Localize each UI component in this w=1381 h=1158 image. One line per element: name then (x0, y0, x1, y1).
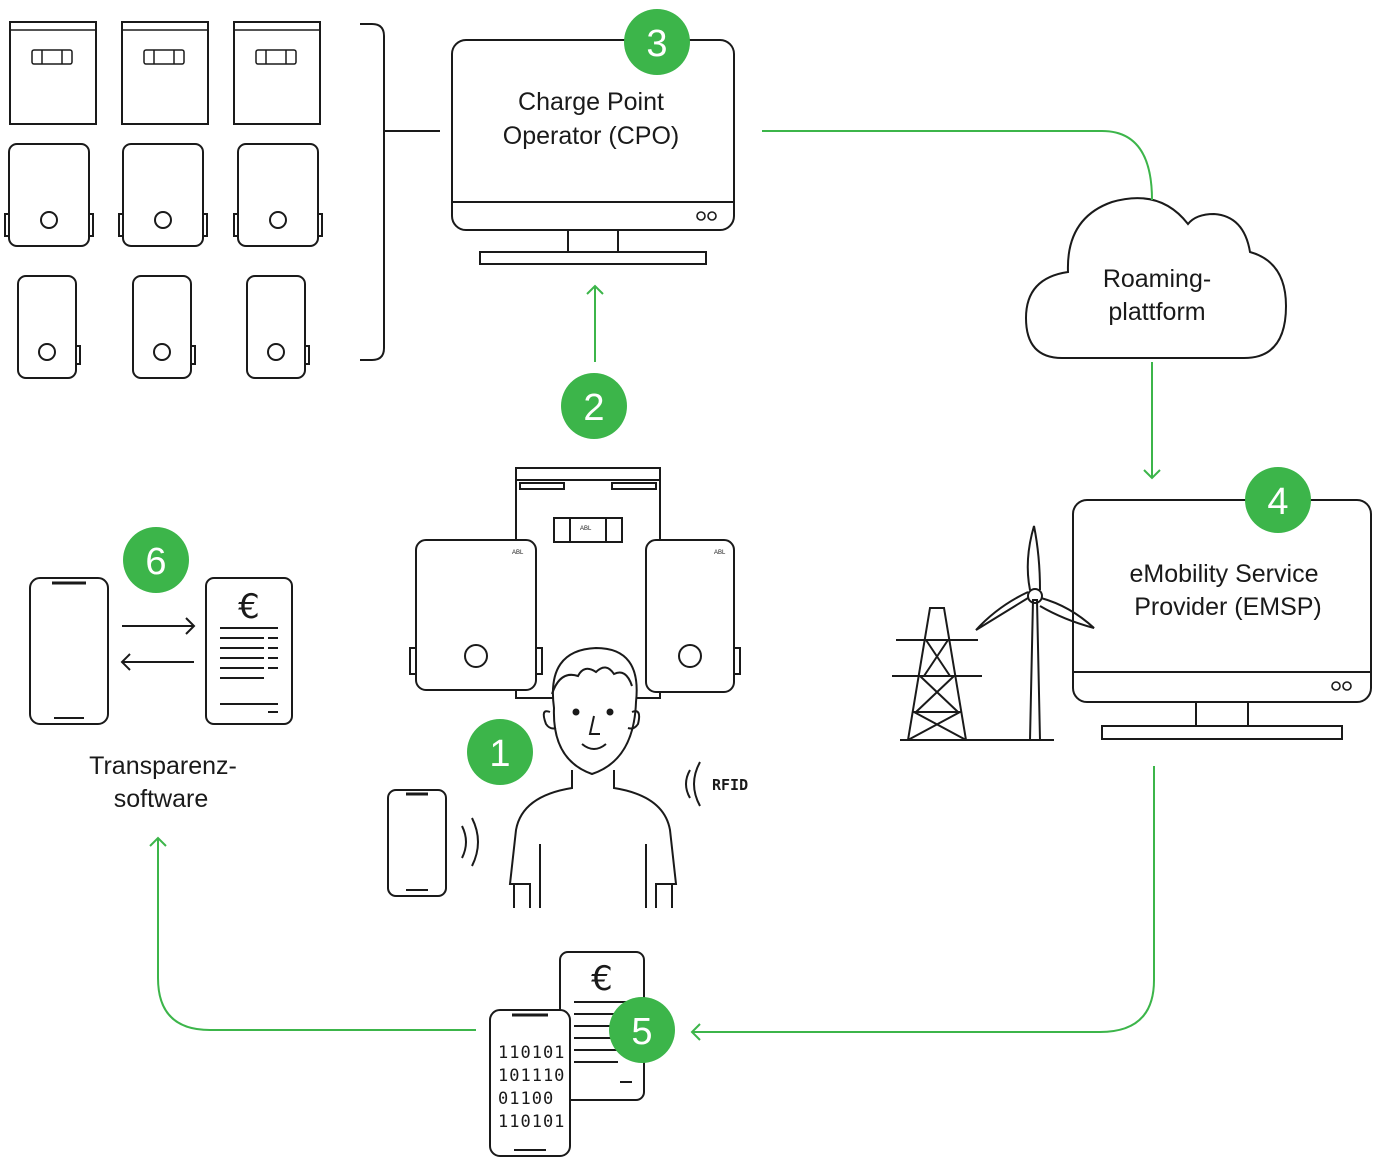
charge-point-fleet (4, 21, 440, 379)
roaming-label-line1: Roaming- (1103, 265, 1211, 293)
step-badge-3: 3 (624, 9, 690, 75)
charging-station-cluster (409, 467, 741, 699)
rfid-label: RFID (712, 776, 748, 794)
cpo-label-line1: Charge Point (518, 88, 664, 116)
charger-brand-left: ABL (512, 550, 524, 556)
charger-brand-center: ABL (580, 526, 592, 532)
binary-line-4: 110101 (498, 1112, 565, 1132)
step-number-1: 1 (489, 733, 510, 775)
step-badge-6: 6 (123, 527, 189, 593)
cpo-monitor: Charge Point Operator (CPO) (451, 39, 735, 265)
cpo-label-line2: Operator (CPO) (503, 122, 679, 150)
step-badge-5: 5 (609, 997, 675, 1063)
emsp-monitor: eMobility Service Provider (EMSP) (1072, 499, 1372, 740)
transparency-label-line1: Transparenz- (89, 752, 237, 780)
billing-receipt-euro: € (591, 959, 613, 999)
step-badge-4: 4 (1245, 467, 1311, 533)
transparency-software-icons (29, 577, 293, 725)
step-badge-2: 2 (561, 373, 627, 439)
transparency-label-line2: software (114, 785, 208, 813)
binary-line-3: 01100 (498, 1089, 554, 1109)
charger-brand-right: ABL (714, 550, 726, 556)
step-number-2: 2 (583, 387, 604, 429)
roaming-label-line2: plattform (1108, 298, 1205, 326)
step-number-5: 5 (631, 1011, 652, 1053)
step-badge-1: 1 (467, 719, 533, 785)
flow-connectors (149, 130, 1161, 1041)
rfid-signal-icon (685, 761, 701, 807)
emsp-label-line1: eMobility Service (1130, 560, 1319, 588)
user-person-icon (508, 646, 678, 908)
energy-infrastructure-icon (892, 525, 1095, 741)
transparency-receipt-euro: € (238, 587, 260, 627)
binary-line-1: 110101 (498, 1043, 565, 1063)
roaming-platform-cloud: Roaming- plattform (1024, 197, 1288, 359)
binary-line-2: 101110 (498, 1066, 565, 1086)
step-number-6: 6 (145, 541, 166, 583)
emsp-label-line2: Provider (EMSP) (1134, 593, 1322, 621)
billing-documents-icon (489, 951, 645, 1157)
user-smartphone-icon (387, 789, 479, 897)
step-number-4: 4 (1267, 481, 1288, 523)
step-number-3: 3 (646, 23, 667, 65)
